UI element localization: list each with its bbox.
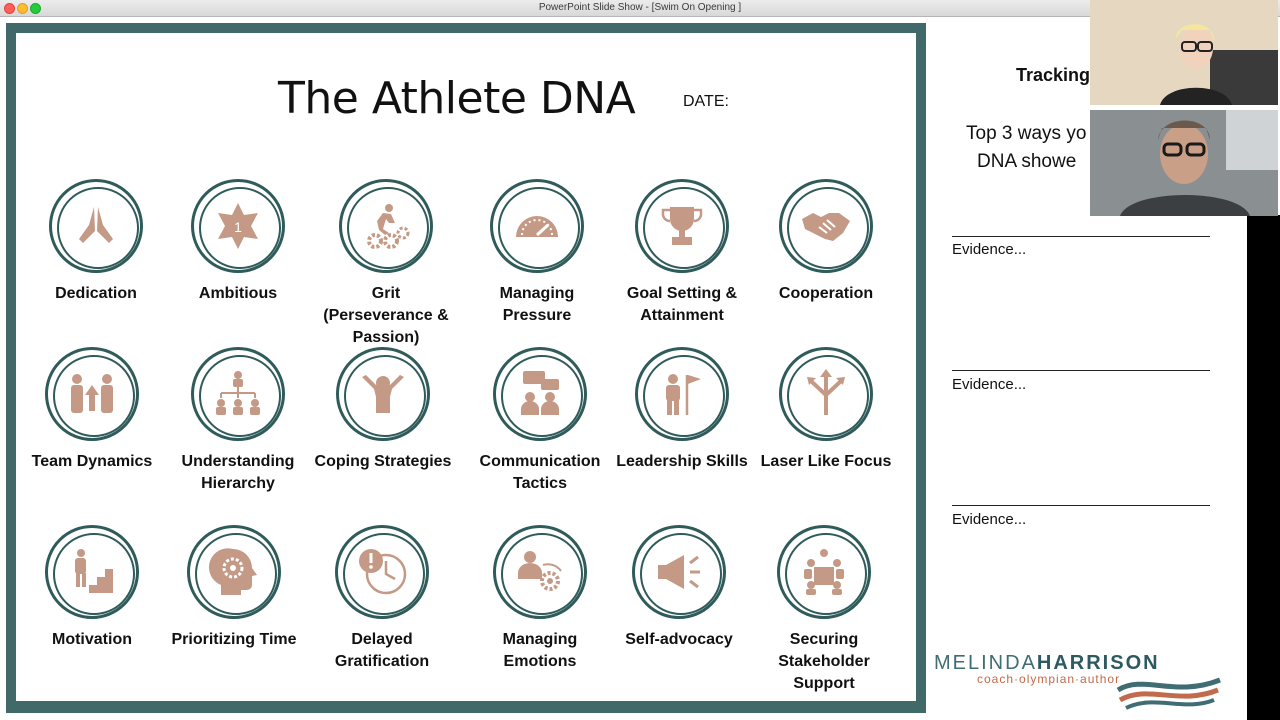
notes-heading: Tracking bbox=[1016, 65, 1091, 85]
maximize-window-button[interactable] bbox=[30, 3, 41, 14]
evidence-line bbox=[952, 370, 1210, 371]
trait-label: Ambitious bbox=[198, 285, 278, 302]
trait-label: Team Dynamics bbox=[31, 453, 153, 470]
evidence-label: Evidence... bbox=[952, 241, 1027, 258]
trait-label: Motivation bbox=[52, 631, 132, 648]
meeting-table-icon bbox=[777, 525, 871, 619]
notes-panel: Tracking Top 3 ways yo DNA showe Evidenc… bbox=[926, 20, 1246, 720]
close-window-button[interactable] bbox=[4, 3, 15, 14]
praying-hands-icon bbox=[49, 179, 143, 273]
trait-label: Laser Like Focus bbox=[760, 453, 892, 470]
trait-laser-like-focus: Laser Like Focus bbox=[756, 347, 896, 473]
evidence-line bbox=[952, 236, 1210, 237]
trait-label: Securing Stakeholder Support bbox=[778, 631, 870, 692]
trait-goal-setting: Goal Setting & Attainment bbox=[612, 179, 752, 327]
participant-video-feed bbox=[1090, 110, 1278, 216]
trait-label: Managing Emotions bbox=[502, 631, 578, 670]
notes-subheading-line-2: DNA showe bbox=[977, 151, 1077, 172]
participant-video-feed bbox=[1090, 0, 1278, 105]
logo-tagline: coach·olympian·author bbox=[977, 672, 1121, 686]
trait-managing-pressure: Managing Pressure bbox=[467, 179, 607, 327]
trait-label: Delayed Gratification bbox=[334, 631, 430, 670]
team-up-arrow-icon bbox=[45, 347, 139, 441]
slide-title: The Athlete DNA bbox=[278, 73, 636, 124]
trait-team-dynamics: Team Dynamics bbox=[22, 347, 162, 473]
slide-frame: The Athlete DNA DATE: Dedication 1 Ambit… bbox=[6, 23, 926, 713]
trait-label: Cooperation bbox=[778, 285, 874, 302]
split-arrows-icon bbox=[779, 347, 873, 441]
number-one-star-icon: 1 bbox=[191, 179, 285, 273]
slide[interactable]: The Athlete DNA DATE: Dedication 1 Ambit… bbox=[16, 33, 916, 701]
svg-text:1: 1 bbox=[234, 219, 242, 235]
person-flag-icon bbox=[635, 347, 729, 441]
brand-logo: MELINDAHARRISON coach·olympian·author bbox=[934, 652, 1224, 712]
trait-label: Leadership Skills bbox=[616, 453, 748, 470]
window-title: PowerPoint Slide Show - [Swim On Opening… bbox=[538, 2, 742, 13]
trait-cooperation: Cooperation bbox=[756, 179, 896, 305]
trait-leadership-skills: Leadership Skills bbox=[612, 347, 752, 473]
trait-label: Coping Strategies bbox=[314, 453, 452, 470]
people-talking-icon bbox=[493, 347, 587, 441]
trait-grit: Grit (Perseverance & Passion) bbox=[316, 179, 456, 349]
trait-delayed-gratification: Delayed Gratification bbox=[312, 525, 452, 673]
person-gear-icon bbox=[493, 525, 587, 619]
participant-video-tile[interactable] bbox=[1090, 0, 1278, 105]
relaxed-person-icon bbox=[336, 347, 430, 441]
trait-communication-tactics: Communication Tactics bbox=[470, 347, 610, 495]
trait-securing-stakeholder-support: Securing Stakeholder Support bbox=[754, 525, 894, 695]
megaphone-icon bbox=[632, 525, 726, 619]
trait-label: Grit (Perseverance & Passion) bbox=[323, 285, 449, 346]
org-chart-icon bbox=[191, 347, 285, 441]
minimize-window-button[interactable] bbox=[17, 3, 28, 14]
trait-dedication: Dedication bbox=[26, 179, 166, 305]
trait-label: Communication Tactics bbox=[479, 453, 601, 492]
trait-managing-emotions: Managing Emotions bbox=[470, 525, 610, 673]
person-stairs-icon bbox=[45, 525, 139, 619]
wave-logo-icon bbox=[1116, 677, 1221, 710]
evidence-label: Evidence... bbox=[952, 376, 1027, 393]
trait-label: Dedication bbox=[55, 285, 137, 302]
trait-coping-strategies: Coping Strategies bbox=[313, 347, 453, 473]
evidence-line bbox=[952, 505, 1210, 506]
trait-self-advocacy: Self-advocacy bbox=[609, 525, 749, 651]
notes-subheading-line-1: Top 3 ways yo bbox=[966, 123, 1087, 144]
notes-subheading: Top 3 ways yo DNA showe bbox=[966, 120, 1206, 176]
trait-label: Managing Pressure bbox=[499, 285, 575, 324]
trait-label: Understanding Hierarchy bbox=[181, 453, 295, 492]
trait-label: Self-advocacy bbox=[625, 631, 733, 648]
gauge-icon bbox=[490, 179, 584, 273]
head-gear-icon bbox=[187, 525, 281, 619]
trait-ambitious: 1 Ambitious bbox=[168, 179, 308, 305]
evidence-label: Evidence... bbox=[952, 511, 1027, 528]
black-bar bbox=[1247, 215, 1280, 720]
trait-understanding-hierarchy: Understanding Hierarchy bbox=[168, 347, 308, 495]
handshake-icon bbox=[779, 179, 873, 273]
trophy-icon bbox=[635, 179, 729, 273]
window-titlebar: PowerPoint Slide Show - [Swim On Opening… bbox=[0, 0, 1280, 17]
clock-alert-icon bbox=[335, 525, 429, 619]
trait-label: Goal Setting & Attainment bbox=[626, 285, 738, 324]
trait-motivation: Motivation bbox=[22, 525, 162, 651]
logo-wordmark: MELINDAHARRISON bbox=[934, 652, 1160, 674]
runner-gears-icon bbox=[339, 179, 433, 273]
trait-label: Prioritizing Time bbox=[171, 631, 297, 648]
trait-prioritizing-time: Prioritizing Time bbox=[164, 525, 304, 651]
participant-video-tile[interactable] bbox=[1090, 110, 1278, 216]
date-label: DATE: bbox=[683, 93, 729, 110]
